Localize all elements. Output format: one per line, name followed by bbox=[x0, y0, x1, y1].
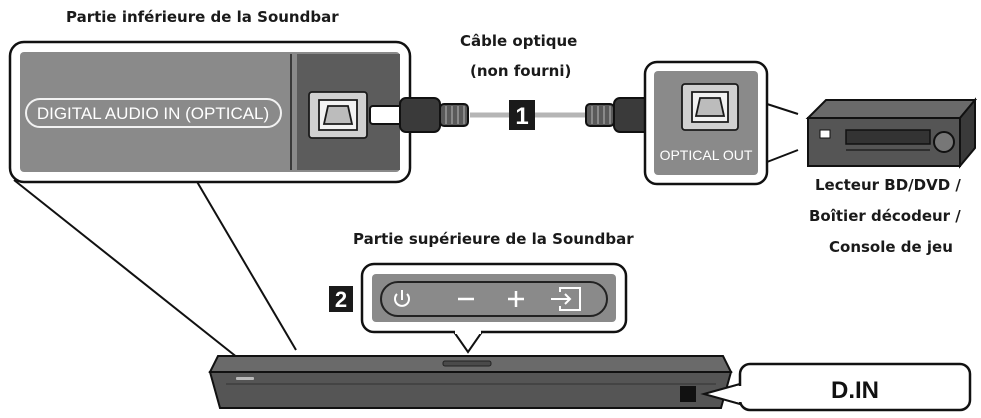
display-window bbox=[680, 386, 696, 402]
step-1-badge: 1 bbox=[509, 100, 535, 130]
display-callout: D.IN bbox=[700, 362, 972, 412]
bottom-panel-callout: DIGITAL AUDIO IN (OPTICAL) bbox=[8, 40, 412, 184]
bottom-zoom-lines bbox=[13, 179, 297, 359]
bd-dvd-player bbox=[805, 97, 978, 169]
top-panel-label: Partie supérieure de la Soundbar bbox=[353, 230, 634, 248]
display-text: D.IN bbox=[831, 377, 879, 404]
output-panel-callout: OPTICAL OUT bbox=[643, 60, 799, 186]
svg-text:1: 1 bbox=[515, 103, 528, 130]
cable-label-line2: (non fourni) bbox=[470, 62, 572, 80]
top-panel-callout: 2 bbox=[329, 262, 628, 354]
volume-up-icon[interactable] bbox=[508, 291, 524, 307]
source-input-icon[interactable] bbox=[551, 287, 581, 311]
power-icon[interactable] bbox=[394, 290, 410, 307]
bottom-panel-label: Partie inférieure de la Soundbar bbox=[66, 8, 339, 26]
optical-input-label: DIGITAL AUDIO IN (OPTICAL) bbox=[37, 104, 269, 123]
optical-output-label: OPTICAL OUT bbox=[660, 147, 753, 163]
optical-input-port bbox=[308, 91, 368, 139]
optical-cable: 1 bbox=[369, 97, 687, 133]
device-label-line2: Boîtier décodeur / bbox=[809, 207, 961, 225]
step-2-badge: 2 bbox=[329, 286, 353, 312]
device-label-line1: Lecteur BD/DVD / bbox=[815, 176, 961, 194]
cable-plug-left bbox=[369, 97, 469, 133]
svg-text:2: 2 bbox=[335, 287, 347, 312]
optical-output-port bbox=[681, 83, 739, 131]
device-label-line3: Console de jeu bbox=[829, 238, 953, 256]
cable-label-line1: Câble optique bbox=[460, 32, 578, 50]
soundbar bbox=[208, 355, 733, 409]
